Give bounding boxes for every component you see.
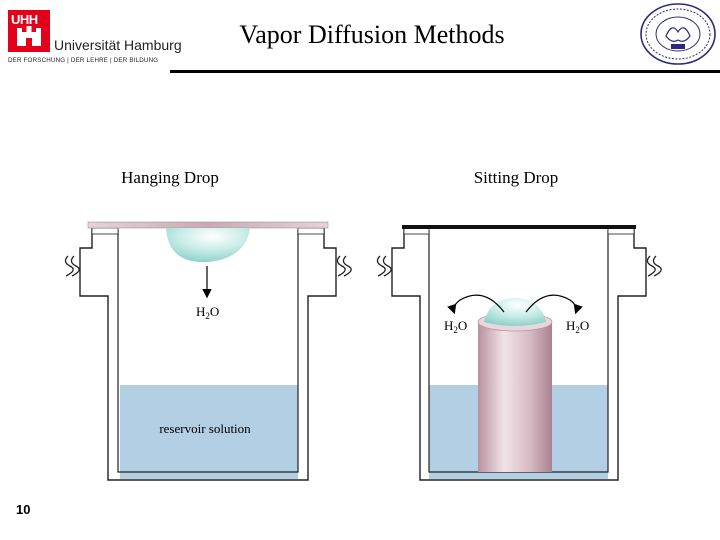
sitting-seal-lid — [402, 225, 636, 229]
hanging-drop-label: Hanging Drop — [121, 168, 219, 187]
sitting-left-break-mark — [376, 255, 386, 277]
header-divider — [170, 70, 720, 73]
sitting-right-h2o-label: H2O — [566, 318, 589, 335]
page-number: 10 — [16, 502, 31, 517]
university-seal-icon — [640, 3, 716, 65]
reservoir-solution-label: reservoir solution — [159, 421, 251, 436]
hanging-left-ledge — [91, 227, 119, 235]
sitting-drop-diagram: H2O H2O — [376, 225, 662, 481]
hanging-well-outline — [79, 228, 337, 481]
sitting-well-outline — [391, 228, 647, 481]
sitting-drop-label: Sitting Drop — [473, 168, 559, 187]
hanging-well-inner — [117, 230, 299, 473]
sitting-left-break-mark-2 — [382, 255, 392, 277]
hanging-drop-diagram: H2O reservoir solution — [64, 221, 352, 481]
hanging-cover-slip — [87, 221, 329, 229]
sitting-drop — [484, 298, 546, 326]
left-break-mark — [64, 255, 74, 277]
left-break-mark-2 — [70, 255, 80, 277]
university-name: Universität Hamburg — [54, 37, 182, 53]
uhh-badge-text: UHH — [11, 12, 38, 27]
university-tagline: DER FORSCHUNG | DER LEHRE | DER BILDUNG — [8, 57, 159, 64]
sitting-right-break-mark — [646, 255, 656, 277]
sitting-left-arrow — [447, 294, 505, 315]
hanging-h2o-label: H2O — [196, 304, 219, 321]
hanging-reservoir-liquid — [120, 385, 298, 479]
hammaburg-castle-icon — [17, 26, 41, 46]
right-break-mark-2 — [342, 255, 352, 277]
sitting-right-break-mark-2 — [652, 255, 662, 277]
right-break-mark — [336, 255, 346, 277]
sitting-right-arrow — [525, 294, 583, 315]
uhh-badge: UHH — [8, 10, 50, 52]
hanging-drop — [166, 228, 250, 263]
sitting-left-h2o-label: H2O — [444, 318, 467, 335]
slide-title: Vapor Diffusion Methods — [239, 20, 505, 49]
university-logo: UHH Universität Hamburg DER FORSCHUNG | … — [8, 10, 182, 68]
hanging-right-ledge — [297, 227, 325, 235]
sitting-drop-post — [478, 322, 552, 472]
